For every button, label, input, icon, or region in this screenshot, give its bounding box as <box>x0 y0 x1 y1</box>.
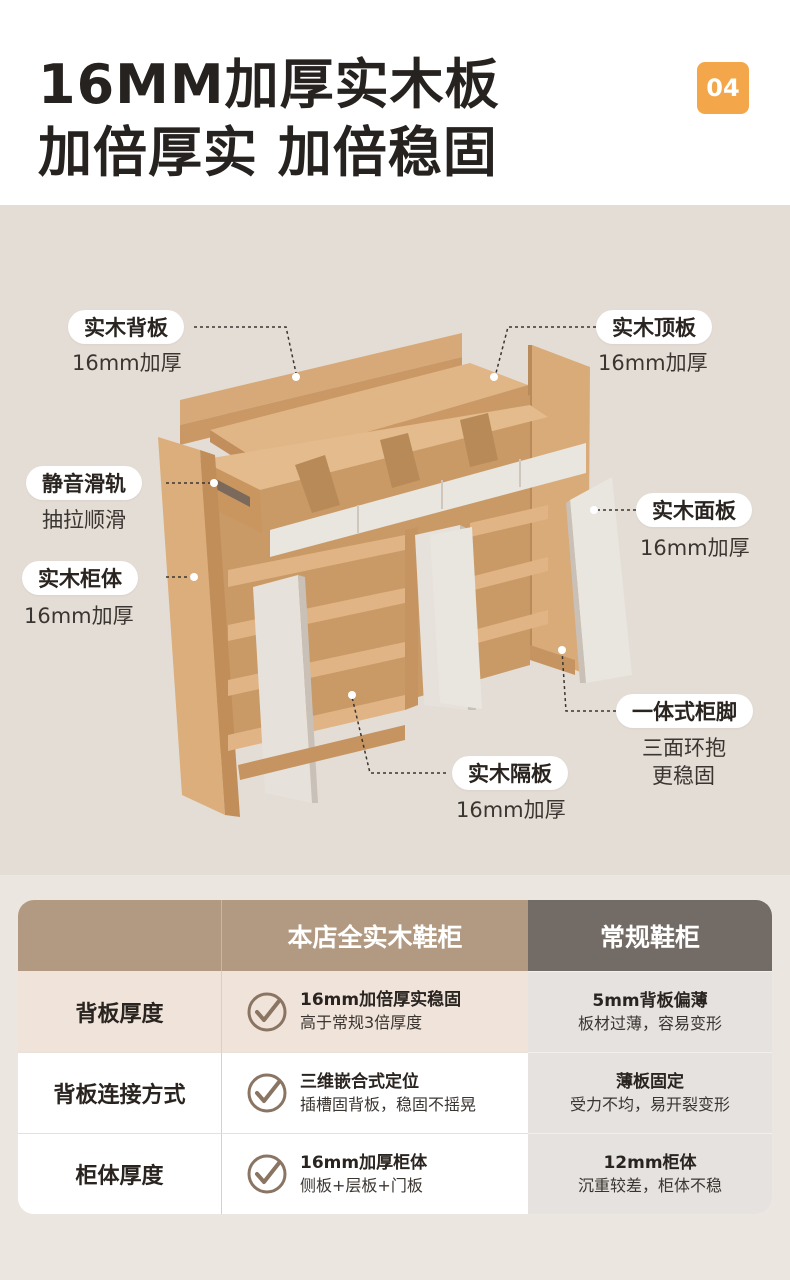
regular-main-text: 5mm背板偏薄 <box>592 990 708 1011</box>
section-number-badge: 04 <box>697 62 749 114</box>
table-row: 柜体厚度 16mm加厚柜体 侧板+层板+门板 12mm柜体 沉重较差，柜体不稳 <box>18 1133 772 1214</box>
callout-face-panel-sub: 16mm加厚 <box>640 536 750 560</box>
callout-slide-rail-sub: 抽拉顺滑 <box>42 508 126 532</box>
ours-cell: 16mm加厚柜体 侧板+层板+门板 <box>221 1133 528 1214</box>
callout-shelf-board: 实木隔板 <box>452 756 568 790</box>
callout-top-board-sub: 16mm加厚 <box>598 351 708 375</box>
drawer-box <box>200 405 548 490</box>
ours-cell: 三维嵌合式定位 插槽固背板，稳固不摇晃 <box>221 1052 528 1133</box>
ours-main-text: 16mm加倍厚实稳固 <box>300 990 462 1011</box>
callout-back-board: 实木背板 <box>68 310 184 344</box>
regular-sub-text: 板材过薄，容易变形 <box>577 1013 722 1033</box>
comparison-table: 本店全实木鞋柜 常规鞋柜 背板厚度 16mm加倍厚实稳固 高于常规3倍厚度 5m… <box>18 900 772 1214</box>
ours-sub-text: 插槽固背板，稳固不摇晃 <box>300 1094 477 1114</box>
check-circle-icon <box>247 1154 287 1194</box>
door-middle-right <box>430 527 482 709</box>
table-header-regular: 常规鞋柜 <box>528 900 772 971</box>
ours-cell: 16mm加倍厚实稳固 高于常规3倍厚度 <box>221 971 528 1052</box>
callout-top-board: 实木顶板 <box>596 310 712 344</box>
regular-sub-text: 受力不均，易开裂变形 <box>569 1094 730 1114</box>
shoe-cabinet-illustration <box>158 326 636 817</box>
row-label: 柜体厚度 <box>18 1133 221 1214</box>
callout-slide-rail: 静音滑轨 <box>26 466 142 500</box>
regular-main-text: 薄板固定 <box>616 1071 684 1092</box>
table-header-row: 本店全实木鞋柜 常规鞋柜 <box>18 900 772 971</box>
regular-main-text: 12mm柜体 <box>603 1152 697 1173</box>
table-row: 背板厚度 16mm加倍厚实稳固 高于常规3倍厚度 5mm背板偏薄 板材过薄，容易… <box>18 971 772 1052</box>
row-label: 背板连接方式 <box>18 1052 221 1133</box>
callout-cabinet-foot-sub2: 更稳固 <box>652 764 715 788</box>
regular-cell: 5mm背板偏薄 板材过薄，容易变形 <box>528 971 772 1052</box>
ours-main-text: 三维嵌合式定位 <box>300 1071 419 1092</box>
ours-sub-text: 高于常规3倍厚度 <box>300 1013 423 1033</box>
callout-cabinet-body: 实木柜体 <box>22 561 138 595</box>
hero-header: 16MM加厚实木板 加倍厚实 加倍稳固 04 <box>0 0 790 205</box>
slide-rail <box>212 477 250 507</box>
ours-main-text: 16mm加厚柜体 <box>300 1152 428 1173</box>
product-illustration-area: 实木背板 16mm加厚 实木顶板 16mm加厚 静音滑轨 抽拉顺滑 实木面板 1… <box>0 205 790 875</box>
callout-shelf-board-sub: 16mm加厚 <box>456 798 566 822</box>
row-label: 背板厚度 <box>18 971 221 1052</box>
check-circle-icon <box>247 1073 287 1113</box>
door-left <box>253 575 312 803</box>
regular-cell: 薄板固定 受力不均，易开裂变形 <box>528 1052 772 1133</box>
callout-cabinet-body-sub: 16mm加厚 <box>24 604 134 628</box>
cabinet-foot <box>530 645 575 675</box>
table-row: 背板连接方式 三维嵌合式定位 插槽固背板，稳固不摇晃 薄板固定 受力不均，易开裂… <box>18 1052 772 1133</box>
check-circle-icon <box>247 992 287 1031</box>
page-title-line2: 加倍厚实 加倍稳固 <box>38 121 498 184</box>
door-right <box>570 477 632 683</box>
left-side-panel <box>158 437 225 815</box>
top-board <box>210 363 528 463</box>
table-header-ours: 本店全实木鞋柜 <box>221 900 528 971</box>
regular-sub-text: 沉重较差，柜体不稳 <box>577 1175 722 1195</box>
callout-cabinet-foot-sub1: 三面环抱 <box>642 736 726 760</box>
callout-cabinet-foot: 一体式柜脚 <box>616 694 753 728</box>
regular-cell: 12mm柜体 沉重较差，柜体不稳 <box>528 1133 772 1214</box>
callout-back-board-sub: 16mm加厚 <box>72 351 182 375</box>
page-title-line1: 16MM加厚实木板 <box>38 53 500 116</box>
table-header-blank <box>18 900 221 971</box>
callout-face-panel: 实木面板 <box>636 493 752 527</box>
back-board <box>180 333 462 425</box>
ours-sub-text: 侧板+层板+门板 <box>300 1175 423 1195</box>
